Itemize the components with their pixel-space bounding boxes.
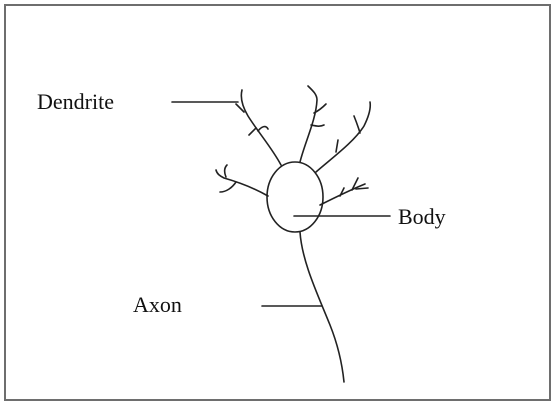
dendrite-label: Dendrite	[37, 91, 114, 113]
dendrite-branch	[258, 127, 268, 131]
dendrite-branch	[336, 140, 338, 152]
dendrite-branch	[354, 116, 360, 133]
dendrite-branch	[356, 188, 368, 189]
cell-body	[267, 162, 323, 232]
axon	[300, 232, 344, 382]
dendrite-branch	[320, 184, 365, 205]
axon-label: Axon	[133, 294, 182, 316]
dendrite-branch	[249, 128, 256, 135]
dendrite-branch	[225, 165, 227, 177]
body-label: Body	[398, 206, 446, 228]
dendrite-branch	[220, 182, 236, 192]
dendrite-branch	[311, 125, 324, 126]
dendrite-branch	[300, 86, 317, 162]
dendrite-branch	[316, 102, 370, 172]
